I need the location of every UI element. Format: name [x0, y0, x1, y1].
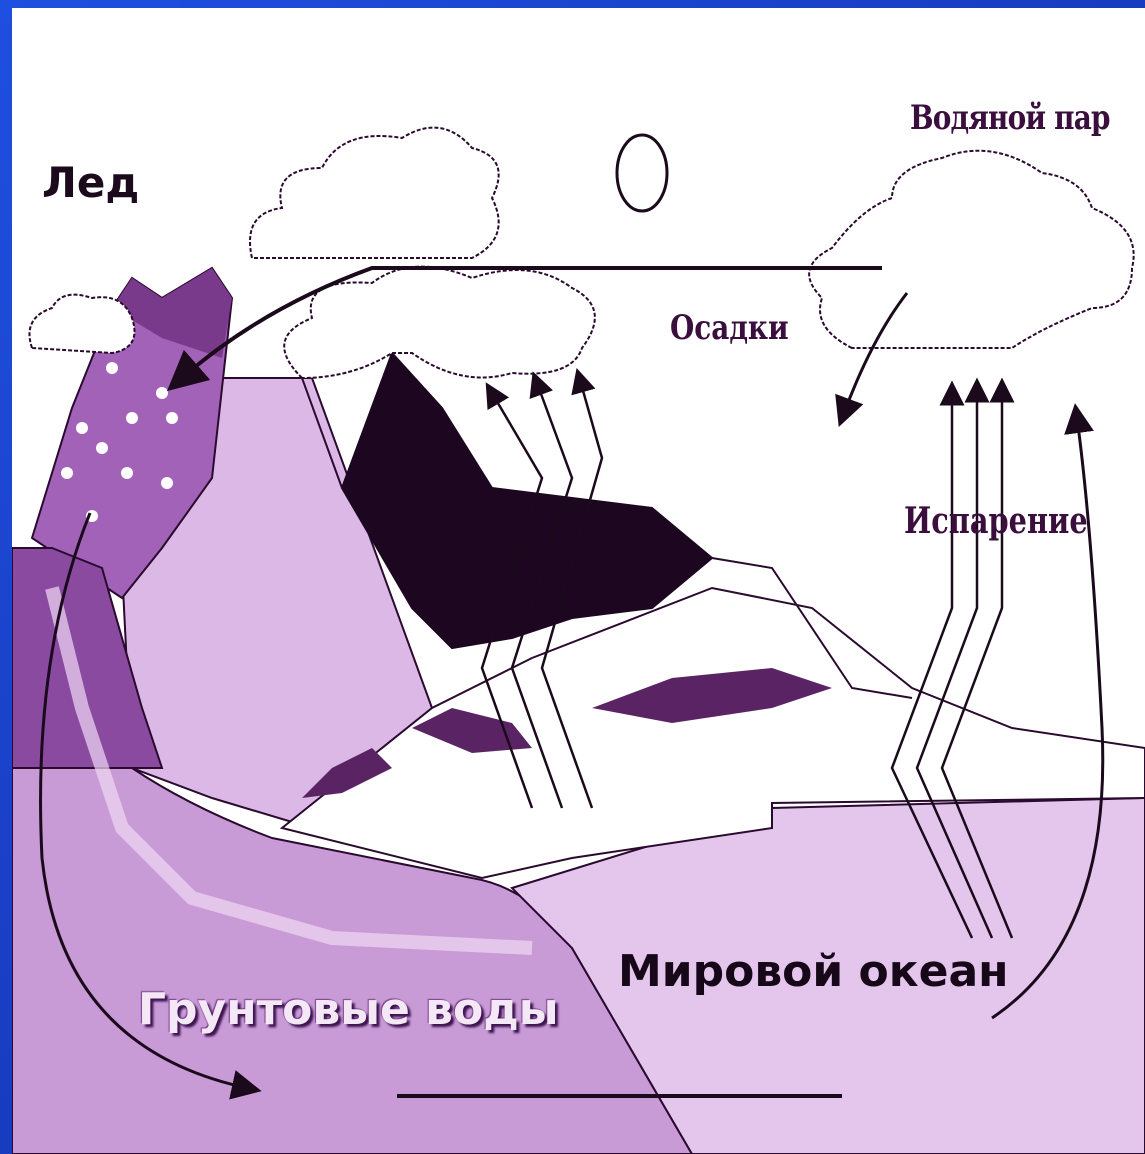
label-ice: Лед	[42, 158, 139, 207]
label-world-ocean: Мировой океан	[618, 946, 1009, 997]
cloud-right	[809, 151, 1134, 348]
cloud-left-small	[30, 295, 135, 353]
label-precipitation: Осадки	[670, 308, 789, 348]
label-evaporation: Испарение	[904, 500, 1088, 542]
label-water-vapor: Водяной пар	[910, 98, 1110, 138]
cloud-top-left	[250, 128, 499, 258]
sun	[617, 135, 667, 211]
label-groundwater: Грунтовые воды	[138, 984, 559, 1035]
diagram-frame: Лед Водяной пар Осадки Испарение Мировой…	[12, 8, 1145, 1154]
dark-mountain	[342, 353, 712, 648]
